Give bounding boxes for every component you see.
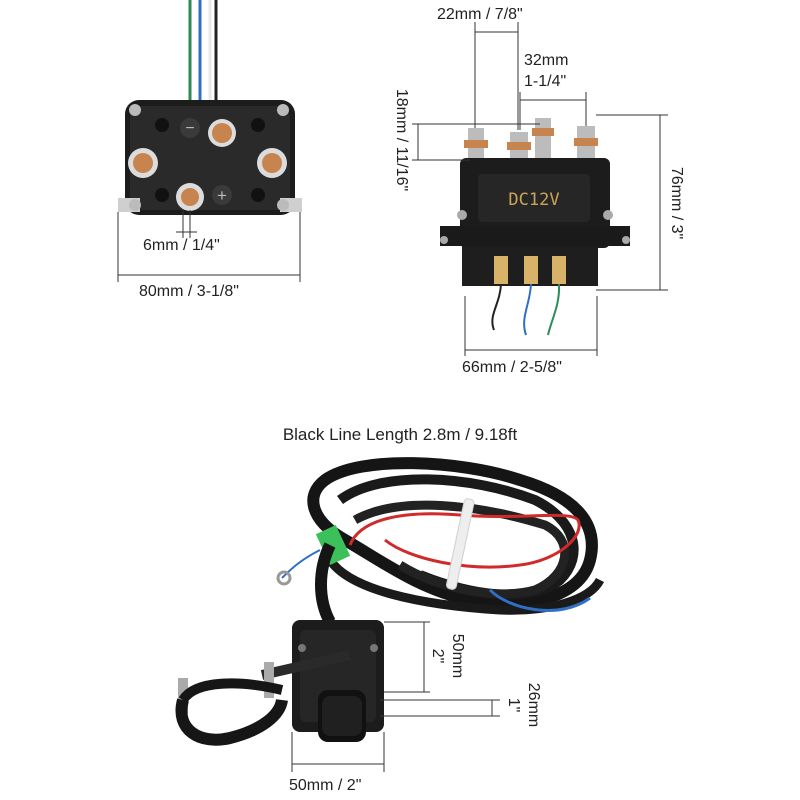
handle-depth-inch-label: 1"	[505, 697, 522, 713]
stud-spacing-32mm-inch-label: 1-1/4"	[524, 73, 567, 90]
stud-spacing-32mm-label: 32mm	[524, 52, 569, 69]
handle-depth-label: 26mm	[525, 682, 542, 728]
solenoid-top-view	[117, 0, 302, 282]
solenoid-height-label: 76mm / 3"	[668, 166, 685, 240]
cable-length-title: Black Line Length 2.8m / 9.18ft	[282, 425, 518, 444]
minus-symbol: −	[185, 120, 194, 137]
voltage-marking: DC12V	[508, 190, 559, 210]
switch-height-label: 50mm	[449, 633, 466, 679]
switch-height-inch-label: 2"	[429, 648, 446, 664]
solenoid-width-label: 80mm / 3-1/8"	[139, 283, 239, 300]
stud-height-label: 18mm / 11/16"	[393, 88, 410, 192]
switch-width-label: 50mm / 2"	[289, 777, 362, 794]
solenoid-front-width-label: 66mm / 2-5/8"	[462, 359, 562, 376]
remote-switch-assembly	[175, 457, 605, 772]
stud-spacing-22mm-label: 22mm / 7/8"	[437, 6, 523, 23]
plus-symbol: +	[217, 186, 227, 205]
solenoid-front-view	[412, 22, 668, 356]
terminal-spacing-label: 6mm / 1/4"	[143, 237, 220, 254]
